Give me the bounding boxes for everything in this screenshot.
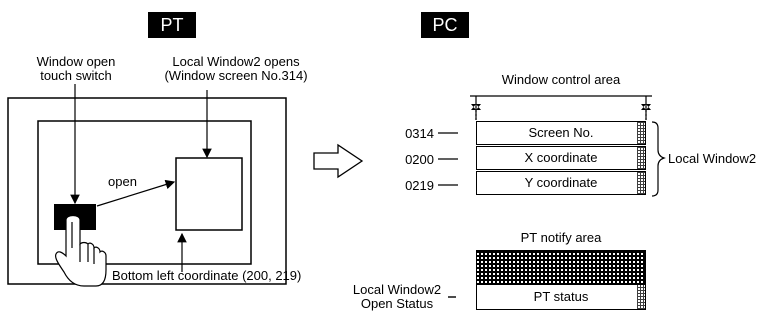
row-pt-status: PT status [476, 284, 646, 310]
open-label: open [108, 174, 137, 189]
control-area-title: Window control area [501, 72, 621, 87]
status-desc-line2: Open Status [360, 296, 434, 311]
pt-outer-frame [7, 97, 287, 285]
pt-screen-frame [37, 120, 252, 265]
address-1: 0200 [405, 152, 434, 167]
address-2: 0219 [405, 178, 434, 193]
local-window2-box [175, 157, 243, 231]
row-hatch [637, 122, 645, 144]
switch-label-line2: touch switch [40, 68, 112, 83]
status-desc-line1: Local Window2 [352, 282, 442, 297]
row-label: PT status [533, 289, 589, 304]
address-0: 0314 [405, 126, 434, 141]
group-label: Local Window2 [668, 151, 757, 166]
row-label: Y coordinate [524, 175, 598, 190]
notify-title: PT notify area [520, 230, 602, 245]
pc-header: PC [421, 12, 469, 38]
window-label-line2: (Window screen No.314) [164, 68, 308, 83]
row-label: Screen No. [528, 125, 594, 140]
coord-label: Bottom left coordinate (200, 219) [112, 268, 302, 283]
hand-icon [55, 214, 107, 287]
flow-arrow [313, 143, 364, 179]
group-brace [651, 121, 666, 197]
row-x-coordinate: X coordinate [476, 146, 646, 170]
row-screen-no: Screen No. [476, 121, 646, 145]
open-arrow [96, 179, 176, 207]
row-hatch [637, 172, 645, 194]
row-y-coordinate: Y coordinate [476, 171, 646, 195]
switch-label-line1: Window open [36, 54, 116, 69]
window-label-line1: Local Window2 opens [172, 54, 300, 69]
row-label: X coordinate [524, 150, 598, 165]
pt-header: PT [148, 12, 196, 38]
row-hatch [637, 147, 645, 169]
row-hatch [637, 285, 645, 309]
